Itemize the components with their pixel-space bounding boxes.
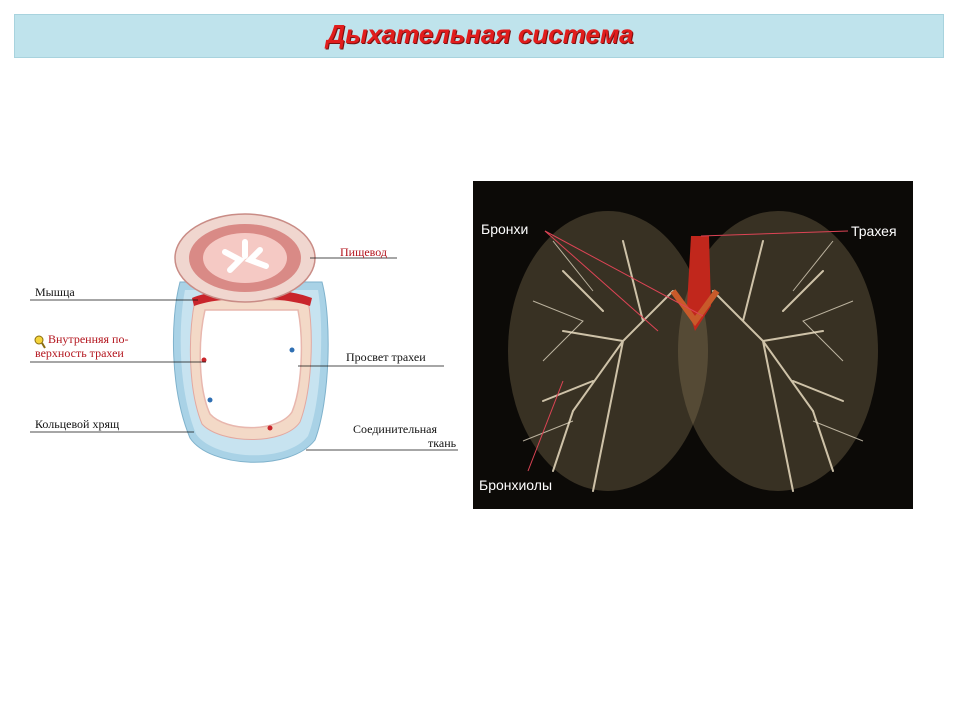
- magnifier-icon[interactable]: [34, 335, 46, 349]
- label-cartilage-ring: Кольцевой хрящ: [35, 417, 120, 431]
- label-bronchi: Бронхи: [481, 221, 529, 237]
- label-bronchioles: Бронхиолы: [479, 477, 553, 493]
- label-inner-surface-2: верхность трахеи: [35, 346, 124, 360]
- label-esophagus: Пищевод: [340, 245, 387, 259]
- label-connective-1: Соединительная: [353, 422, 437, 436]
- label-muscle: Мышца: [35, 285, 75, 299]
- title-bar: Дыхательная система: [14, 14, 944, 58]
- slide-title: Дыхательная система: [326, 19, 634, 49]
- bronchial-tree: [508, 211, 878, 492]
- trachea-lumen: [199, 309, 303, 429]
- label-connective-2: ткань: [428, 436, 457, 450]
- lung-photo-panel: Бронхи Трахея Бронхиолы: [473, 181, 913, 509]
- label-lumen: Просвет трахеи: [346, 350, 426, 364]
- trachea-cross-section: [30, 213, 458, 463]
- label-inner-surface-1: Внутренняя по-: [48, 332, 129, 346]
- label-trachea: Трахея: [851, 223, 897, 239]
